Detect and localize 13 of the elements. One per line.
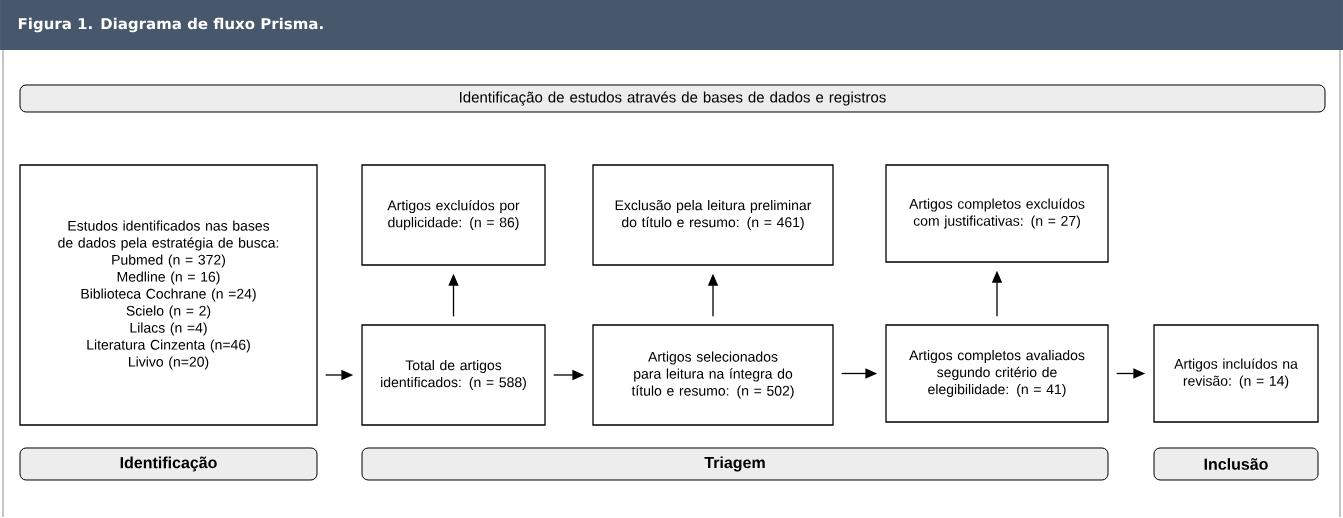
title-bar: Figura 1. Diagrama de fluxo Prisma. [0, 0, 1343, 50]
process-box: Estudos identificados nas bases de dados pela estratégia de busca: Pubmed (n = 372) Medline (n = 16) Biblioteca Cochrane (n =24) Scielo (n = 2) Lilacs (n =4) Literatura Cinzenta (n=46) Livivo (n=20) [19, 164, 318, 426]
process-box: Artigos selecionados para leitura na íntegra do título e resumo: (n = 502) [592, 324, 834, 426]
process-box: Artigos completos excluídos com justificativas: (n = 27) [885, 164, 1109, 263]
process-box: Total de artigos identificados: (n = 588) [361, 324, 546, 426]
phase-band: Triagem [361, 447, 1109, 481]
process-box: Artigos excluídos por duplicidade: (n = 86) [361, 164, 546, 266]
section-band: Identificação de estudos através de bases de dados e registros [19, 84, 1326, 113]
phase-band: Identificação [19, 447, 318, 481]
process-box: Artigos incluídos na revisão: (n = 14) [1153, 324, 1319, 423]
process-box: Artigos completos avaliados segundo critério de elegibilidade: (n = 41) [885, 324, 1109, 423]
phase-band: Inclusão [1153, 447, 1319, 481]
process-box: Exclusão pela leitura preliminar do título e resumo: (n = 461) [592, 164, 834, 266]
